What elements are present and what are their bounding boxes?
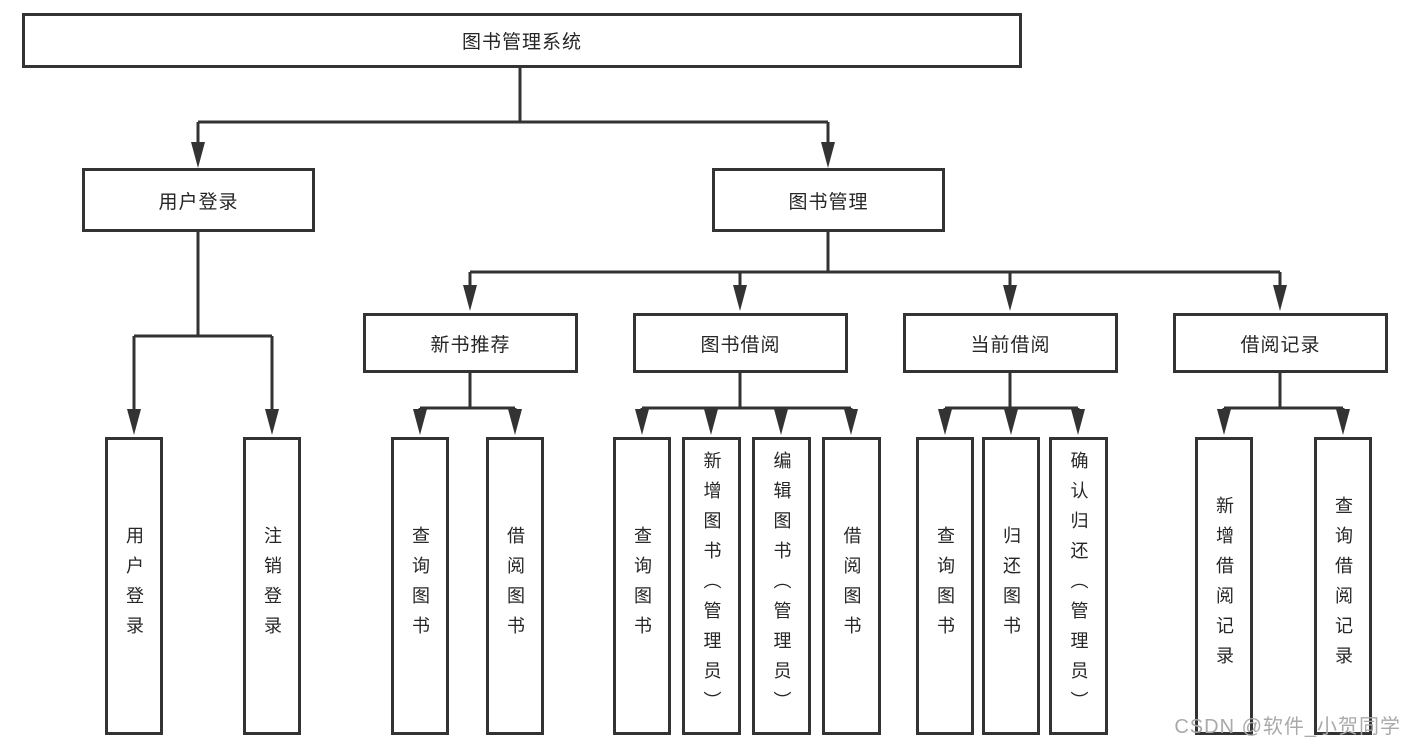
leaf-label: 用户登录 <box>124 526 144 646</box>
leaf-label: 借阅图书 <box>505 526 525 646</box>
leaf-label: 注销登录 <box>262 526 282 646</box>
leaf-query-books-borrowing: 查询图书 <box>613 437 671 735</box>
leaf-label: 编辑图书（管理员） <box>771 451 792 721</box>
node-borrowing-records: 借阅记录 <box>1173 313 1388 373</box>
leaf-label: 查询图书 <box>632 526 652 646</box>
leaf-user-login: 用户登录 <box>105 437 163 735</box>
leaf-logout: 注销登录 <box>243 437 301 735</box>
arrowheads <box>127 142 1350 435</box>
leaf-query-books-current: 查询图书 <box>916 437 974 735</box>
node-book-management: 图书管理 <box>712 168 945 232</box>
leaf-borrow-books-borrowing: 借阅图书 <box>822 437 881 735</box>
leaf-add-books-admin: 新增图书（管理员） <box>682 437 741 735</box>
leaf-confirm-return-admin: 确认归还（管理员） <box>1049 437 1108 735</box>
node-root-book-management-system: 图书管理系统 <box>22 13 1022 68</box>
leaf-label: 借阅图书 <box>841 526 862 646</box>
node-current-borrowing: 当前借阅 <box>903 313 1118 373</box>
node-user-login: 用户登录 <box>82 168 315 232</box>
leaf-edit-books-admin: 编辑图书（管理员） <box>752 437 811 735</box>
leaf-add-borrow-record: 新增借阅记录 <box>1195 437 1253 735</box>
leaf-label: 新增借阅记录 <box>1214 496 1234 676</box>
leaf-label: 新增图书（管理员） <box>701 451 722 721</box>
leaf-query-borrow-record: 查询借阅记录 <box>1314 437 1372 735</box>
leaf-label: 查询图书 <box>410 526 430 646</box>
leaf-label: 查询借阅记录 <box>1333 496 1353 676</box>
csdn-watermark: CSDN @软件_小贺同学 <box>1174 716 1401 738</box>
node-book-borrowing: 图书借阅 <box>633 313 848 373</box>
node-new-book-recommend: 新书推荐 <box>363 313 578 373</box>
leaf-label: 归还图书 <box>1001 526 1021 646</box>
leaf-borrow-books-newbook: 借阅图书 <box>486 437 544 735</box>
leaf-label: 查询图书 <box>935 526 955 646</box>
leaf-return-books: 归还图书 <box>982 437 1040 735</box>
leaf-label: 确认归还（管理员） <box>1068 451 1089 721</box>
leaf-query-books-newbook: 查询图书 <box>391 437 449 735</box>
